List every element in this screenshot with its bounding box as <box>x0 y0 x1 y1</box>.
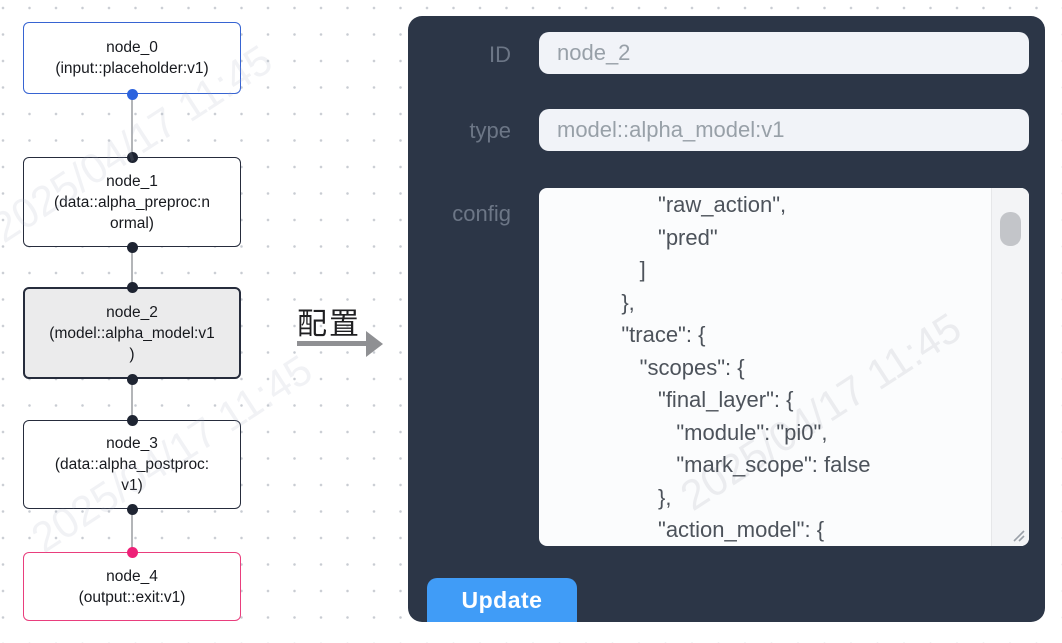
config-scrollbar-thumb[interactable] <box>1000 212 1021 246</box>
port-node4-input[interactable] <box>126 546 138 558</box>
config-scrollbar[interactable] <box>991 188 1029 546</box>
flow-node-node_0[interactable]: node_0 (input::placeholder:v1) <box>23 22 241 94</box>
node-title: node_3 <box>106 435 158 452</box>
edge-node2-node3 <box>131 379 133 420</box>
resize-grip-icon[interactable] <box>1010 527 1026 543</box>
right-arrow-head-icon <box>366 330 383 357</box>
port-node2-input[interactable] <box>126 281 138 293</box>
id-field-label: ID <box>489 42 511 67</box>
port-node3-input[interactable] <box>126 414 138 426</box>
flow-node-node_3[interactable]: node_3 (data::alpha_postproc: v1) <box>23 420 241 509</box>
node-subtitle: (data::alpha_preproc:n ormal) <box>54 193 210 232</box>
type-field-label: type <box>469 118 511 143</box>
edge-node3-node4 <box>131 509 133 552</box>
config-field-label: config <box>452 201 511 226</box>
flow-node-node_4[interactable]: node_4 (output::exit:v1) <box>23 552 241 621</box>
node-subtitle: (input::placeholder:v1) <box>55 60 209 77</box>
flow-node-node_1[interactable]: node_1 (data::alpha_preproc:n ormal) <box>23 157 241 247</box>
node-subtitle: (data::alpha_postproc: v1) <box>54 456 210 494</box>
node-subtitle: (output::exit:v1) <box>78 588 186 606</box>
node-title: node_1 <box>106 172 158 190</box>
id-input[interactable] <box>539 32 1029 74</box>
type-input[interactable] <box>539 109 1029 151</box>
node-title: node_0 <box>106 39 158 56</box>
right-arrow-icon <box>297 341 369 346</box>
node-subtitle: (model::alpha_model:v1 ) <box>49 324 215 363</box>
node-config-panel: ID type config 2025/04/17 11:45 "raw_act… <box>408 16 1045 622</box>
configure-label: 配置 <box>297 308 361 341</box>
port-node2-output[interactable] <box>126 373 138 385</box>
port-node0-output[interactable] <box>126 88 138 100</box>
edge-node1-node2 <box>131 247 133 287</box>
edge-node0-node1 <box>131 94 133 157</box>
port-node3-output[interactable] <box>126 503 138 515</box>
node-title: node_4 <box>106 567 158 585</box>
config-editor[interactable]: 2025/04/17 11:45 "raw_action", "pred" ] … <box>539 188 1029 546</box>
flow-node-node_2-selected[interactable]: node_2 (model::alpha_model:v1 ) <box>23 287 241 379</box>
node-title: node_2 <box>106 303 158 321</box>
port-node1-input[interactable] <box>126 151 138 163</box>
update-button[interactable]: Update <box>427 578 577 622</box>
config-json-text[interactable]: "raw_action", "pred" ] }, "trace": { "sc… <box>621 192 871 542</box>
port-node1-output[interactable] <box>126 241 138 253</box>
